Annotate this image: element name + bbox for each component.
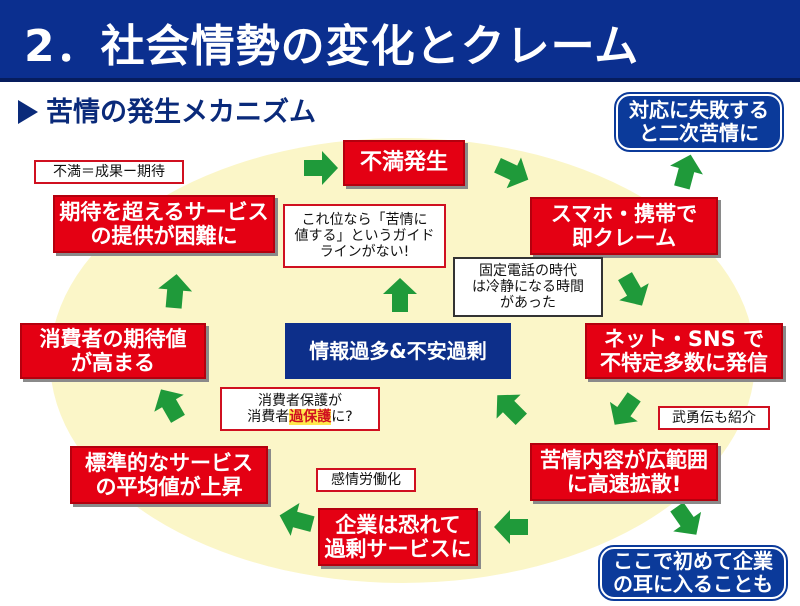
box-kitaichi: 消費者の期待値 が高まる (20, 323, 206, 379)
box-net-sns: ネット・SNS で 不特定多数に発信 (585, 323, 783, 379)
box-heikin: 標準的なサービス の平均値が上昇 (70, 446, 268, 504)
note-bravado: 武勇伝も紹介 (658, 406, 770, 430)
note-formula: 不満＝成果ー期待 (34, 160, 184, 184)
note-guideline: これ位なら「苦情に 値する」というガイド ラインがない! (283, 204, 446, 268)
box-smartphone-claim: スマホ・携帯で 即クレーム (530, 197, 718, 255)
box-kakusan: 苦情内容が広範囲 に高速拡散! (530, 443, 718, 501)
protection-line-2: 消費者過保護に? (247, 409, 353, 425)
arrow-icon (304, 151, 338, 185)
box-kigyou: 企業は恐れて 過剰サービスに (318, 508, 478, 566)
note-emotional-labor: 感情労働化 (316, 468, 416, 492)
protection-line-1: 消費者保護が (258, 392, 342, 409)
section-subtitle: 苦情の発生メカニズム (18, 90, 316, 129)
protection-suffix: に? (331, 409, 353, 425)
box-fuman-hassei: 不満発生 (343, 140, 465, 186)
page-title: 2．社会情勢の変化とクレーム (24, 21, 640, 72)
title-bar: 2．社会情勢の変化とクレーム (0, 0, 800, 82)
arrow-icon (275, 498, 317, 541)
arrow-icon (665, 150, 708, 192)
subtitle-text: 苦情の発生メカニズム (46, 97, 316, 128)
center-box: 情報過多&不安過剰 (285, 323, 511, 379)
protection-prefix: 消費者 (247, 409, 290, 425)
triangle-bullet-icon (18, 100, 38, 124)
arrow-icon (600, 387, 649, 435)
arrow-icon (485, 383, 534, 432)
note-landline: 固定電話の時代 は冷静になる時間 があった (453, 257, 603, 317)
arrow-icon (490, 149, 536, 196)
box-failure-outcome: 対応に失敗する と二次苦情に (614, 92, 784, 152)
protection-highlight: 過保護 (289, 409, 332, 425)
arrow-icon (494, 510, 528, 544)
arrow-icon (156, 272, 194, 310)
box-company-ears: ここで初めて企業 の耳に入ることも (598, 545, 788, 601)
note-consumer-protection: 消費者保護が 消費者過保護に? (220, 387, 380, 431)
arrow-icon (146, 380, 193, 428)
box-kitai-koeru: 期待を超えるサービス の提供が困難に (53, 195, 275, 253)
arrow-icon (383, 278, 417, 312)
arrow-icon (662, 497, 711, 545)
arrow-icon (610, 267, 657, 315)
